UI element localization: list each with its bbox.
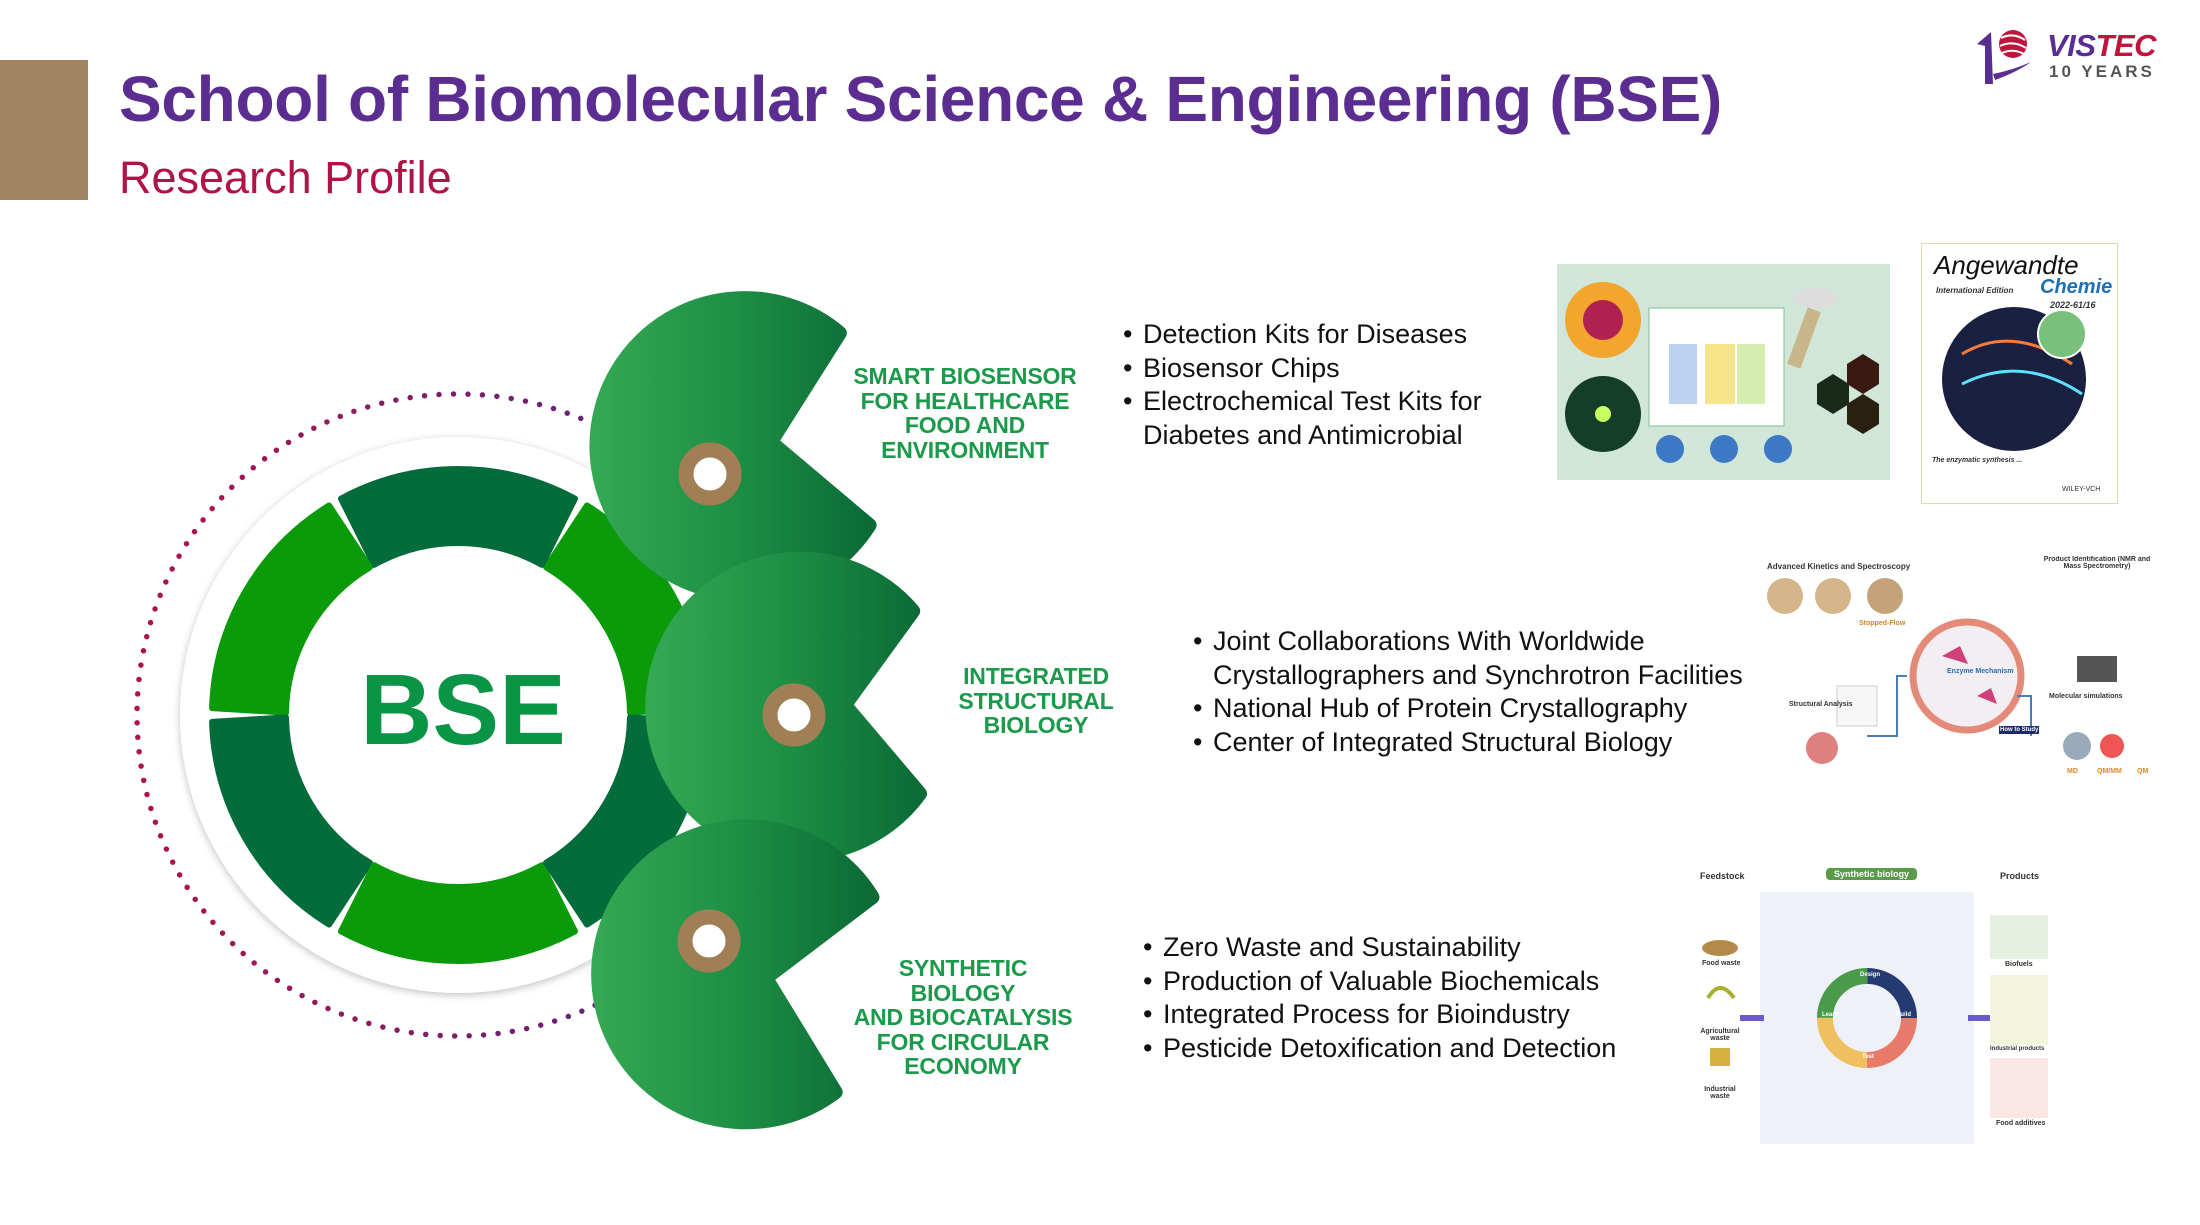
title-line: BIOLOGY [910,979,1016,1006]
label-biofuels: Biofuels [2005,961,2033,968]
journal-issue: 2022-61/16 [2050,300,2096,310]
bullet-item: Zero Waste and Sustainability [1143,931,1616,965]
ring-segment [337,466,579,568]
title-line: SMART BIOSENSOR [853,363,1077,389]
area-biosensor-badge [589,288,1095,602]
connector-ring-icon [677,909,741,973]
label-agricultural-waste: Agricultural waste [1700,1028,1740,1042]
label-build: Build [1896,1012,1911,1018]
accent-block [0,60,88,200]
label-food-additives: Food additives [1996,1120,2046,1127]
bullet-item: National Hub of Protein Crystallography [1193,692,1743,726]
vistec-logo: VISTEC 10 YEARS [1965,22,2175,92]
biosensor-illustration [1557,264,1890,480]
label-feedstock: Feedstock [1700,871,1745,881]
journal-cover-image: Angewandte Chemie International Edition … [1921,243,2118,504]
center-label: BSE [360,654,566,766]
title-line: STRUCTURAL [958,687,1114,714]
label-md: MD [2067,768,2078,775]
bullet-item: Detection Kits for Diseases [1123,318,1482,352]
enzyme-mechanism-diagram: Advanced Kinetics and Spectroscopy Produ… [1767,556,2172,788]
logo-tagline: 10 YEARS [2049,62,2155,81]
ring-segment [337,862,579,964]
bullets-biosensor: Detection Kits for Diseases Biosensor Ch… [1123,318,1482,452]
label-design: Design [1860,972,1881,978]
title-line: ECONOMY [904,1053,1022,1079]
bullet-item: Integrated Process for Bioindustry [1143,998,1616,1032]
area-title-synbio: SYNTHETIC BIOLOGY AND BIOCATALYSIS FOR C… [818,956,1108,1079]
ring-segment [209,502,373,716]
title-line: ENVIRONMENT [881,436,1049,463]
journal-edition: International Edition [1936,286,2014,295]
title-line: BIOLOGY [983,712,1089,738]
logo-word-part1: VIS [2047,28,2096,63]
label-food-waste: Food waste [1702,960,1741,967]
label-product-id: Product Identification (NMR and Mass Spe… [2043,556,2151,570]
bullets-synbio: Zero Waste and Sustainability Production… [1143,931,1616,1065]
bullet-item: Production of Valuable Biochemicals [1143,965,1616,999]
title-line: FOR HEALTHCARE [860,387,1070,414]
logo-wordmark: VISTEC [2047,28,2156,64]
area-synbio-badge [591,819,1092,1139]
bullet-item: Pesticide Detoxification and Detection [1143,1032,1616,1066]
label-enzyme-mechanism: Enzyme Mechanism [1947,668,2014,675]
label-industrial-waste: Industrial waste [1704,1086,1736,1100]
logo-word-part2: TEC [2095,28,2156,63]
label-test: Test [1862,1054,1874,1060]
bullet-item: Electrochemical Test Kits for [1123,385,1482,419]
label-qm: QM [2137,768,2149,775]
title-line: SYNTHETIC [898,955,1028,981]
label-kinetics: Advanced Kinetics and Spectroscopy [1767,562,1911,571]
title-line: FOOD AND [904,412,1026,438]
label-products: Products [2000,871,2040,881]
journal-name: Angewandte [1934,250,2079,280]
synthetic-biology-diagram: Feedstock Synthetic biology Products Foo… [1700,868,2062,1157]
page-title: School of Biomolecular Science & Enginee… [119,63,1723,135]
label-synthetic-biology: Synthetic biology [1826,868,1918,880]
label-stopped-flow: Stopped-Flow [1859,620,1906,627]
connector-ring-icon [762,683,826,747]
bullet-item: Joint Collaborations With Worldwide [1193,625,1743,659]
bullet-item-continued: Diabetes and Antimicrobial [1143,419,1463,450]
journal-name-2: Chemie [2040,276,2113,298]
title-line: AND BIOCATALYSIS [853,1004,1073,1030]
bullets-structural: Joint Collaborations With Worldwide Crys… [1193,625,1743,759]
bullet-item: Center of Integrated Structural Biology [1193,726,1743,760]
vistec-emblem-icon [1977,30,2031,84]
title-line: INTEGRATED [963,663,1109,689]
label-how-to-study: How to Study [1999,726,2040,734]
journal-headline: The enzymatic synthesis ... [1932,457,2023,464]
bullet-item-continued: Crystallographers and Synchrotron Facili… [1213,659,1743,690]
area-title-biosensor: SMART BIOSENSOR FOR HEALTHCARE FOOD AND … [820,364,1110,462]
bullet-item: Biosensor Chips [1123,352,1482,386]
label-qmmm: QM/MM [2097,768,2122,775]
label-simulations: Molecular simulations [2049,693,2123,700]
label-industrial-products: Industrial products [1990,1046,2045,1052]
label-structural: Structural Analysis [1789,701,1853,708]
page-subtitle: Research Profile [119,152,452,203]
title-line: FOR CIRCULAR [876,1028,1050,1055]
ring-segment [209,714,373,928]
journal-publisher: WILEY-VCH [2062,486,2101,493]
area-title-structural: INTEGRATED STRUCTURAL BIOLOGY [891,664,1181,738]
connector-ring-icon [678,442,742,506]
label-learn: Learn [1822,1012,1839,1018]
